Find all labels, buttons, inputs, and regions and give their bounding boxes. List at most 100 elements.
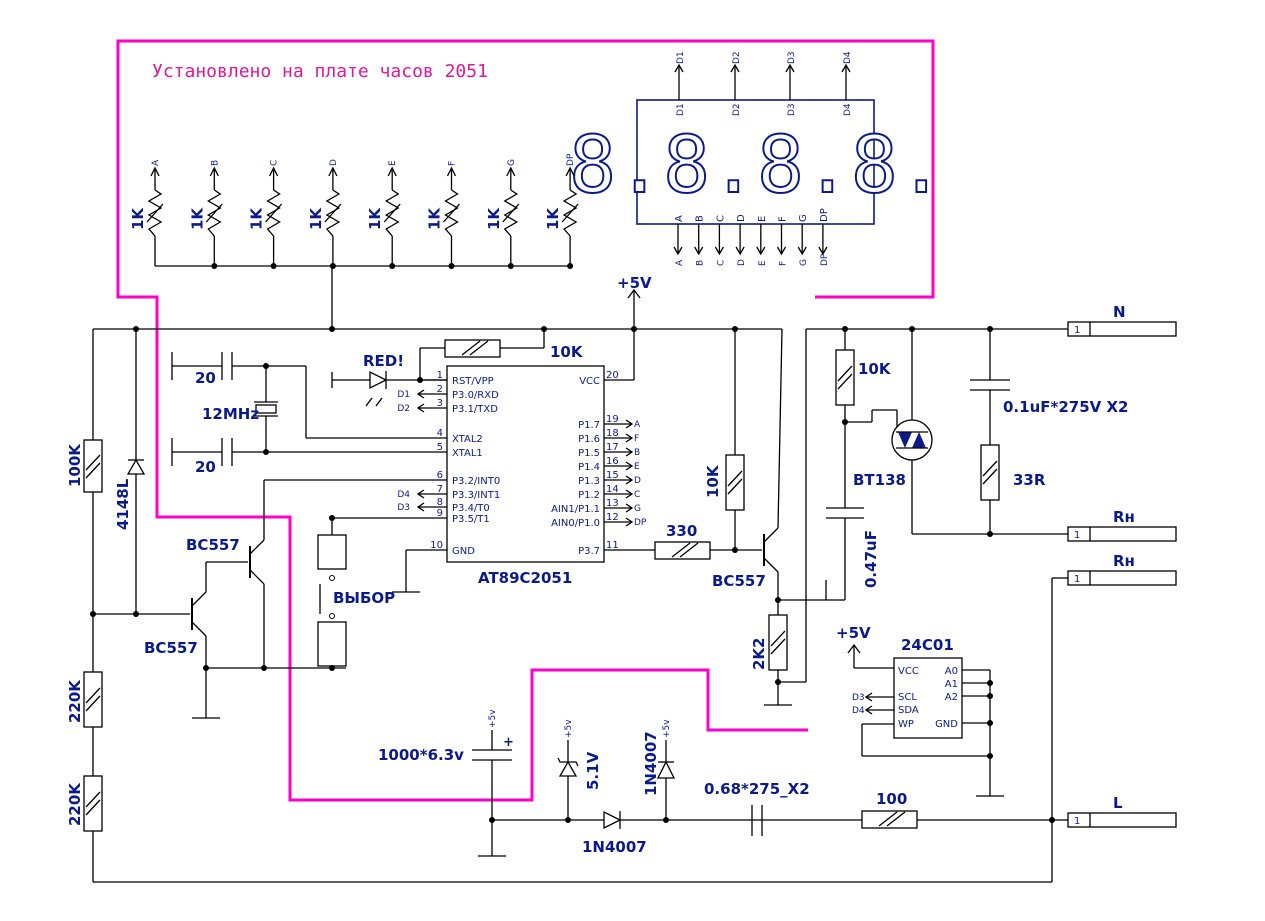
digit-pin-inner-d1: D1	[676, 103, 686, 116]
vcc-label-top: +5V	[617, 274, 652, 292]
mcu-pin-num-19: 19	[606, 414, 619, 425]
segment-pin-inner-e: E	[757, 216, 768, 222]
mcu-pin-num-12: 12	[606, 512, 619, 523]
segment-pin-outer-f: F	[779, 261, 789, 266]
mcu-pin-name-2: P3.0/RXD	[452, 390, 499, 401]
segment-resistor-label: 1K	[129, 207, 147, 230]
r-10k-gate-label: 10K	[858, 360, 892, 378]
r-33r-label: 33R	[1013, 471, 1046, 489]
segment-pin-inner-c: C	[715, 215, 726, 222]
eeprom-name: 24C01	[901, 636, 954, 654]
digit-pin-inner-d4: D4	[843, 103, 853, 116]
mcu-pin-name-4: XTAL2	[452, 434, 483, 445]
segment-pin-outer-c: C	[716, 260, 726, 266]
connector-label: Rн	[1113, 508, 1135, 526]
r-330-label: 330	[666, 522, 697, 540]
r-100k-label: 100K	[66, 443, 84, 487]
button-label: ВЫБОР	[333, 589, 395, 607]
mcu-pin-num-6: 6	[437, 470, 443, 481]
segment-resistor-label: 1K	[426, 207, 444, 230]
mcu-name: AT89C2051	[478, 569, 572, 587]
r-100-label: 100	[876, 790, 907, 808]
mcu-net-e: E	[634, 462, 640, 472]
connector-label: N	[1113, 303, 1126, 321]
mcu-pin-name-15: P1.3	[578, 476, 600, 487]
mcu-pin-name-3: P3.1/TXD	[452, 404, 498, 415]
mcu-net-f: F	[634, 434, 639, 444]
segment-resistor-label: 1K	[485, 207, 503, 230]
mcu-pin-name-6: P3.2/INT0	[452, 476, 500, 487]
eeprom-24c01	[893, 657, 963, 739]
digit-pin-outer-d3: D3	[787, 51, 797, 64]
r-10k-base-label: 10K	[704, 464, 722, 498]
mcu-net-d1: D1	[397, 390, 410, 400]
mcu-pin-name-16: P1.4	[578, 462, 600, 473]
digit-pin-outer-d1: D1	[676, 51, 686, 64]
mcu-pin-num-7: 7	[437, 484, 443, 495]
cap-bulk-label: 1000*6.3v	[378, 746, 464, 764]
segment-pin-inner-f: F	[778, 216, 789, 222]
mcu-pin-num-5: 5	[437, 442, 443, 453]
mcu-pin-name-17: P1.5	[578, 448, 600, 459]
mcu-net-g: G	[634, 504, 641, 514]
triac-label: BT138	[853, 471, 906, 489]
q2-label: BC557	[186, 536, 240, 554]
resistor-tap-dp: DP	[566, 153, 576, 166]
segment-pin-inner-dp: DP	[819, 208, 830, 222]
mcu-net-d3: D3	[397, 503, 410, 513]
segment-pin-outer-b: B	[696, 260, 706, 266]
mcu-pin-num-1: 1	[437, 370, 443, 381]
mcu-pin-name-10: GND	[452, 546, 475, 557]
mcu-pin-num-17: 17	[606, 442, 619, 453]
segment-pin-outer-dp: DP	[820, 253, 830, 266]
eeprom-net-d4: D4	[852, 706, 865, 716]
cap-x2-label: 20	[195, 458, 216, 476]
digit-pin-inner-d2: D2	[732, 103, 742, 116]
resistor-tap-f: F	[448, 161, 458, 166]
segment-pin-outer-e: E	[758, 260, 768, 266]
mcu-net-b: B	[634, 448, 640, 458]
segment-pin-outer-a: A	[675, 259, 685, 266]
zener-label: 5.1V	[584, 751, 602, 790]
mcu-pin-num-9: 9	[437, 508, 443, 519]
mcu-pin-name-9: P3.5/T1	[452, 514, 490, 525]
mcu-pin-name-13: AIN1/P1.1	[551, 504, 600, 515]
mcu-net-c: C	[634, 490, 640, 500]
mcu-pin-name-1: RST/VPP	[452, 376, 494, 387]
resistor-tap-d: D	[329, 159, 339, 166]
mcu-pin-num-4: 4	[437, 428, 443, 439]
segment-pin-inner-d: D	[736, 214, 747, 222]
vcc-label-eeprom: +5V	[836, 624, 871, 642]
q1-label: BC557	[144, 639, 198, 657]
svg-text:+: +	[503, 735, 514, 750]
mcu-pin-num-3: 3	[437, 398, 443, 409]
segment-resistor-label: 1K	[188, 207, 206, 230]
mcu-pin-name-14: P1.2	[578, 490, 600, 501]
cap-x1-label: 20	[195, 369, 216, 387]
mcu-pin-num-18: 18	[606, 428, 619, 439]
diode-b-vcc: +5v	[662, 719, 672, 738]
resistor-tap-b: B	[210, 160, 220, 166]
digit-pin-outer-d2: D2	[732, 51, 742, 64]
connector-label: Rн	[1113, 552, 1135, 570]
board-boundary	[116, 39, 935, 802]
diode-1n4007-b-label: 1N4007	[642, 731, 660, 796]
eeprom-net-d3: D3	[852, 693, 865, 703]
mcu-pin-num-2: 2	[437, 384, 443, 395]
r-220k-1-label: 220K	[66, 679, 84, 723]
connector-pin: 1	[1074, 574, 1080, 585]
resistor-tap-e: E	[388, 160, 398, 166]
mcu-net-a: A	[634, 420, 641, 430]
mcu-pin-num-10: 10	[430, 540, 443, 551]
mcu-pin-num-20: 20	[606, 370, 619, 381]
mcu-pin-name-20: VCC	[579, 376, 600, 387]
eeprom-pin-wp: WP	[898, 719, 914, 730]
zener-vcc: +5v	[564, 719, 574, 738]
board-note: Установлено на плате часов 2051	[152, 61, 488, 82]
